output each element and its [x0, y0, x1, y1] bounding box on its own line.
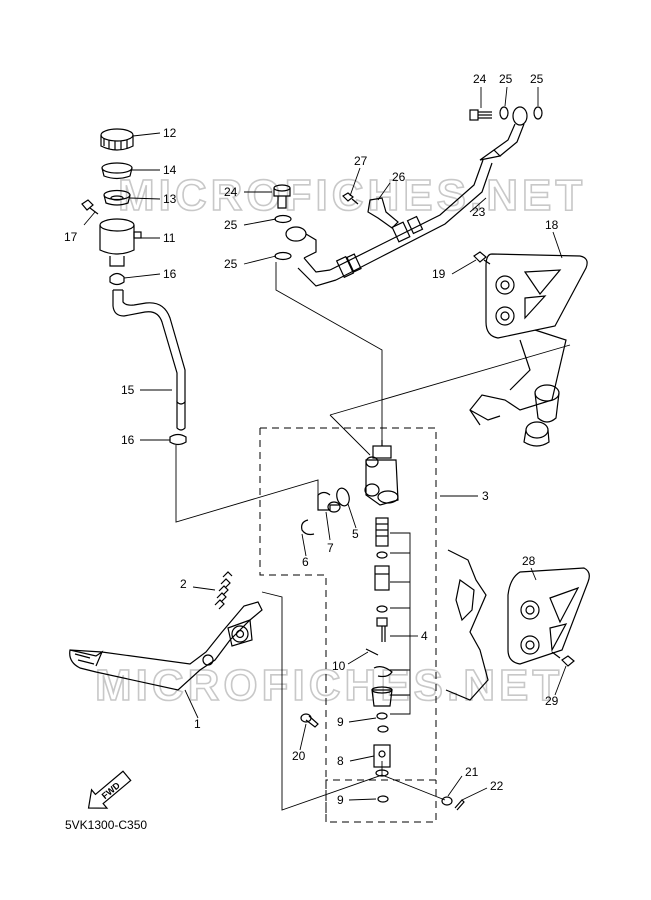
bolt-29: [551, 651, 575, 667]
label-13: 13: [163, 192, 177, 206]
reference-lines: [175, 262, 571, 811]
label-24-top: 24: [473, 72, 487, 86]
label-24-left: 24: [224, 185, 238, 199]
hose-clip-bottom: [169, 433, 187, 446]
bolt-17: [81, 199, 99, 215]
hose-joint-7: [317, 491, 341, 513]
heel-guard-28: [507, 567, 590, 665]
label-1: 1: [194, 717, 201, 731]
pin-10: [365, 648, 379, 656]
label-16-top: 16: [163, 267, 177, 281]
label-9-upper: 9: [337, 715, 344, 729]
label-2: 2: [180, 577, 187, 591]
watermark-top: MICROFICHES.NET: [118, 171, 586, 220]
bolt-19: [473, 251, 491, 265]
label-14: 14: [163, 163, 177, 177]
leader-lines: [83, 86, 567, 801]
part-labels: 12 14 13 17 11 16 15 16 24 25 25 27 26 2…: [64, 72, 559, 807]
return-spring-2: [214, 571, 233, 610]
gasket-25-lower: [274, 251, 292, 261]
o-ring-5: [336, 487, 350, 507]
label-21: 21: [465, 765, 479, 779]
label-28: 28: [522, 554, 536, 568]
nut-9-lower: [377, 795, 389, 803]
label-19: 19: [432, 267, 446, 281]
label-5: 5: [352, 527, 359, 541]
label-7: 7: [327, 541, 334, 555]
label-15: 15: [121, 383, 135, 397]
label-18: 18: [545, 218, 559, 232]
assembly-box: [260, 427, 437, 823]
label-12: 12: [163, 126, 177, 140]
gasket-top-1: [499, 106, 509, 120]
washer-21: [441, 796, 453, 806]
label-29: 29: [545, 694, 559, 708]
label-22: 22: [490, 779, 504, 793]
union-bolt-top: [469, 109, 492, 121]
circlip-6: [301, 519, 315, 536]
label-3: 3: [482, 489, 489, 503]
diaphragm: [103, 189, 131, 206]
label-9-lower: 9: [337, 793, 344, 807]
bolt-20: [300, 713, 319, 728]
label-26: 26: [392, 170, 406, 184]
union-bolt-24: [273, 184, 291, 209]
brake-hose: [285, 106, 528, 287]
brake-pedal: [69, 601, 263, 691]
label-17: 17: [64, 230, 78, 244]
nut-9-upper: [377, 725, 389, 733]
bolt-27: [342, 192, 359, 205]
label-4: 4: [421, 629, 428, 643]
label-10: 10: [332, 659, 346, 673]
fwd-arrow-icon: FWD: [87, 770, 132, 809]
piston-kit-4: [371, 517, 411, 720]
label-20: 20: [292, 749, 306, 763]
label-23: 23: [472, 205, 486, 219]
footrest-bracket: [469, 329, 567, 447]
label-6: 6: [302, 555, 309, 569]
footrest-frame: [445, 549, 489, 701]
diagram-code: 5VK1300-C350: [65, 818, 147, 832]
label-8: 8: [337, 754, 344, 768]
gasket-top-2: [533, 106, 543, 120]
hose-guide: [367, 197, 399, 229]
label-27: 27: [354, 154, 368, 168]
reservoir-hose: [112, 289, 186, 431]
label-16-bottom: 16: [121, 433, 135, 447]
diaphragm-holder: [101, 162, 133, 180]
hose-clip-top: [109, 272, 125, 286]
watermark-bottom: MICROFICHES.NET: [95, 661, 563, 710]
label-25-top-2: 25: [530, 72, 544, 86]
label-25-left-upper: 25: [224, 218, 238, 232]
label-11: 11: [163, 231, 176, 245]
reservoir-tank: [99, 218, 142, 267]
cotter-pin-22: [454, 799, 465, 811]
label-25-left-lower: 25: [224, 257, 238, 271]
heel-guard-18: [485, 253, 588, 339]
reservoir-cap: [100, 128, 134, 151]
master-cylinder-body: [364, 440, 399, 506]
label-25-top-1: 25: [499, 72, 513, 86]
